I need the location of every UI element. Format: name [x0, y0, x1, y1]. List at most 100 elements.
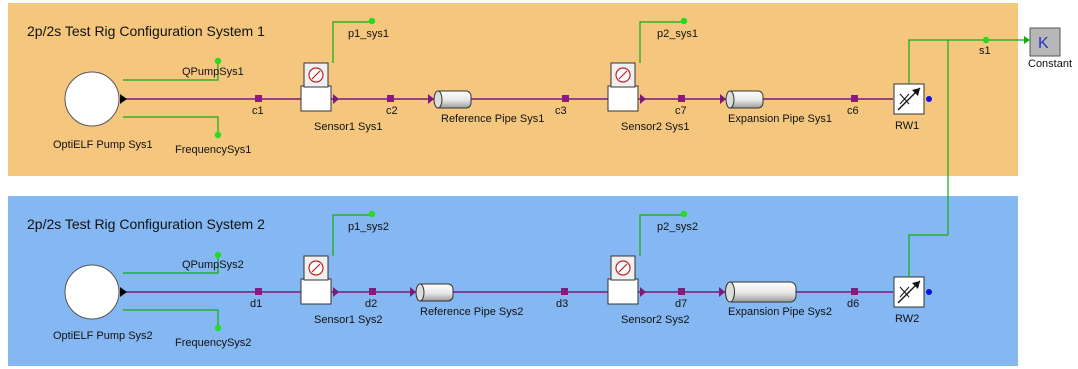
qpump-sys1-signal-line — [123, 62, 219, 81]
p1-sys2-signal-line — [332, 214, 372, 256]
qpump-sys1-label: QPumpSys1 — [182, 66, 244, 78]
reference-pipe-sys1-arrow-icon — [428, 94, 434, 104]
expansion-pipe-sys2-body — [725, 281, 797, 303]
qpump-sys1-dot — [214, 57, 222, 65]
expansion-pipe-sys1[interactable] — [720, 90, 764, 109]
valve-rw2[interactable] — [893, 276, 932, 308]
sensor2-sys2-body — [607, 278, 639, 305]
valve-rw1-port — [926, 96, 932, 102]
p1-sys1-signal-line — [332, 21, 372, 63]
system-2-panel: 2p/2s Test Rig Configuration System 2 Op… — [8, 196, 1018, 366]
connector-c6[interactable] — [851, 95, 858, 102]
expansion-pipe-sys1-label: Expansion Pipe Sys1 — [728, 113, 832, 125]
system-2-background — [8, 196, 1018, 366]
expansion-pipe-sys2-end — [725, 281, 735, 303]
pump-sys1-label: OptiELF Pump Sys1 — [53, 139, 153, 151]
p2-sys1-signal-line — [639, 21, 684, 63]
reference-pipe-sys1[interactable] — [428, 90, 472, 109]
connector-d7[interactable] — [678, 288, 685, 295]
expansion-pipe-sys2-arrow-icon — [719, 287, 725, 297]
system-1-panel: 2p/2s Test Rig Configuration System 1 Op… — [8, 3, 1024, 176]
pump-sys2-label: OptiELF Pump Sys2 — [53, 330, 153, 342]
constant-symbol: K — [1038, 35, 1049, 52]
gauge-needle-icon — [618, 70, 628, 80]
reference-pipe-sys2-label: Reference Pipe Sys2 — [420, 306, 523, 318]
pump-sys2-arrow-icon — [120, 287, 127, 297]
connector-c6-label: c6 — [847, 105, 859, 117]
sensor1-sys1[interactable] — [300, 62, 339, 112]
sensor2-sys2[interactable] — [607, 255, 646, 305]
p2-sys2-signal-line — [639, 214, 684, 256]
frequency-sys1-label: FrequencySys1 — [175, 144, 251, 156]
p1-sys1-dot — [368, 17, 376, 25]
valve-rw1-arrowhead-icon — [912, 88, 920, 96]
pump-sys2-body — [64, 264, 120, 320]
sensor1-sys1-label: Sensor1 Sys1 — [314, 121, 382, 133]
connector-c3-label: c3 — [555, 105, 567, 117]
sensor2-sys1-label: Sensor2 Sys1 — [621, 121, 689, 133]
connector-d1-label: d1 — [250, 298, 262, 310]
valve-rw1-line-b — [899, 93, 910, 105]
connector-c1[interactable] — [255, 95, 262, 102]
connector-c7[interactable] — [678, 95, 685, 102]
reference-pipe-sys2-end — [415, 283, 425, 302]
sensor2-sys1[interactable] — [607, 62, 646, 112]
pump-sys2[interactable] — [64, 264, 127, 320]
p2-sys1-dot — [680, 17, 688, 25]
frequency-sys1-dot — [214, 131, 222, 139]
expansion-pipe-sys2[interactable] — [719, 281, 797, 303]
valve-rw2-label: RW2 — [895, 313, 919, 325]
expansion-pipe-sys2-label: Expansion Pipe Sys2 — [728, 306, 832, 318]
pump-sys1-arrow-icon — [120, 94, 127, 104]
sensor2-sys2-label: Sensor2 Sys2 — [621, 314, 689, 326]
expansion-pipe-sys1-end — [725, 90, 735, 109]
constant-block-body — [1029, 27, 1061, 57]
p1-sys1-label: p1_sys1 — [348, 28, 389, 40]
qpump-sys2-dot — [214, 251, 222, 259]
sensor1-sys2[interactable] — [300, 255, 339, 305]
frequency-sys1-signal-line — [123, 116, 219, 134]
reference-pipe-sys2[interactable] — [410, 283, 454, 302]
connector-d2-label: d2 — [365, 298, 377, 310]
sensor2-sys2-arrow-icon — [640, 287, 646, 297]
connector-d3[interactable] — [561, 288, 568, 295]
frequency-sys2-dot — [214, 324, 222, 332]
p1-sys2-dot — [368, 210, 376, 218]
connector-d1[interactable] — [255, 288, 262, 295]
sensor1-sys1-body — [300, 85, 332, 112]
reference-pipe-sys1-label: Reference Pipe Sys1 — [441, 113, 544, 125]
connector-c1-label: c1 — [252, 105, 264, 117]
frequency-sys2-signal-line — [123, 309, 219, 327]
constant-block[interactable]: K — [1024, 27, 1061, 57]
qpump-sys2-signal-line — [123, 256, 219, 274]
connector-d3-label: d3 — [556, 298, 568, 310]
valve-rw1-label: RW1 — [895, 120, 919, 132]
connector-d2[interactable] — [369, 288, 376, 295]
sensor1-sys2-label: Sensor1 Sys2 — [314, 314, 382, 326]
pump-sys1[interactable] — [64, 71, 127, 127]
gauge-needle-icon — [311, 263, 321, 273]
sensor1-sys2-body — [300, 278, 332, 305]
connector-c2[interactable] — [387, 95, 394, 102]
system-2-title: 2p/2s Test Rig Configuration System 2 — [27, 216, 265, 232]
expansion-pipe-sys1-arrow-icon — [720, 94, 726, 104]
connector-c3[interactable] — [562, 95, 569, 102]
connector-d7-label: d7 — [675, 298, 687, 310]
gauge-needle-icon — [618, 263, 628, 273]
s1-dot — [982, 36, 990, 44]
reference-pipe-sys2-arrow-icon — [410, 287, 416, 297]
valve-rw2-line-b — [899, 286, 910, 298]
sensor1-sys1-arrow-icon — [333, 94, 339, 104]
p1-sys2-label: p1_sys2 — [348, 221, 389, 233]
pump-sys1-body — [64, 71, 120, 127]
connector-d6[interactable] — [851, 288, 858, 295]
frequency-sys2-label: FrequencySys2 — [175, 337, 251, 349]
sensor2-sys1-arrow-icon — [640, 94, 646, 104]
connector-c7-label: c7 — [675, 105, 687, 117]
p2-sys2-label: p2_sys2 — [657, 221, 698, 233]
valve-rw1[interactable] — [893, 83, 932, 115]
valve-rw2-arrowhead-icon — [912, 281, 920, 289]
system-1-title: 2p/2s Test Rig Configuration System 1 — [27, 23, 265, 39]
connector-d6-label: d6 — [847, 298, 859, 310]
